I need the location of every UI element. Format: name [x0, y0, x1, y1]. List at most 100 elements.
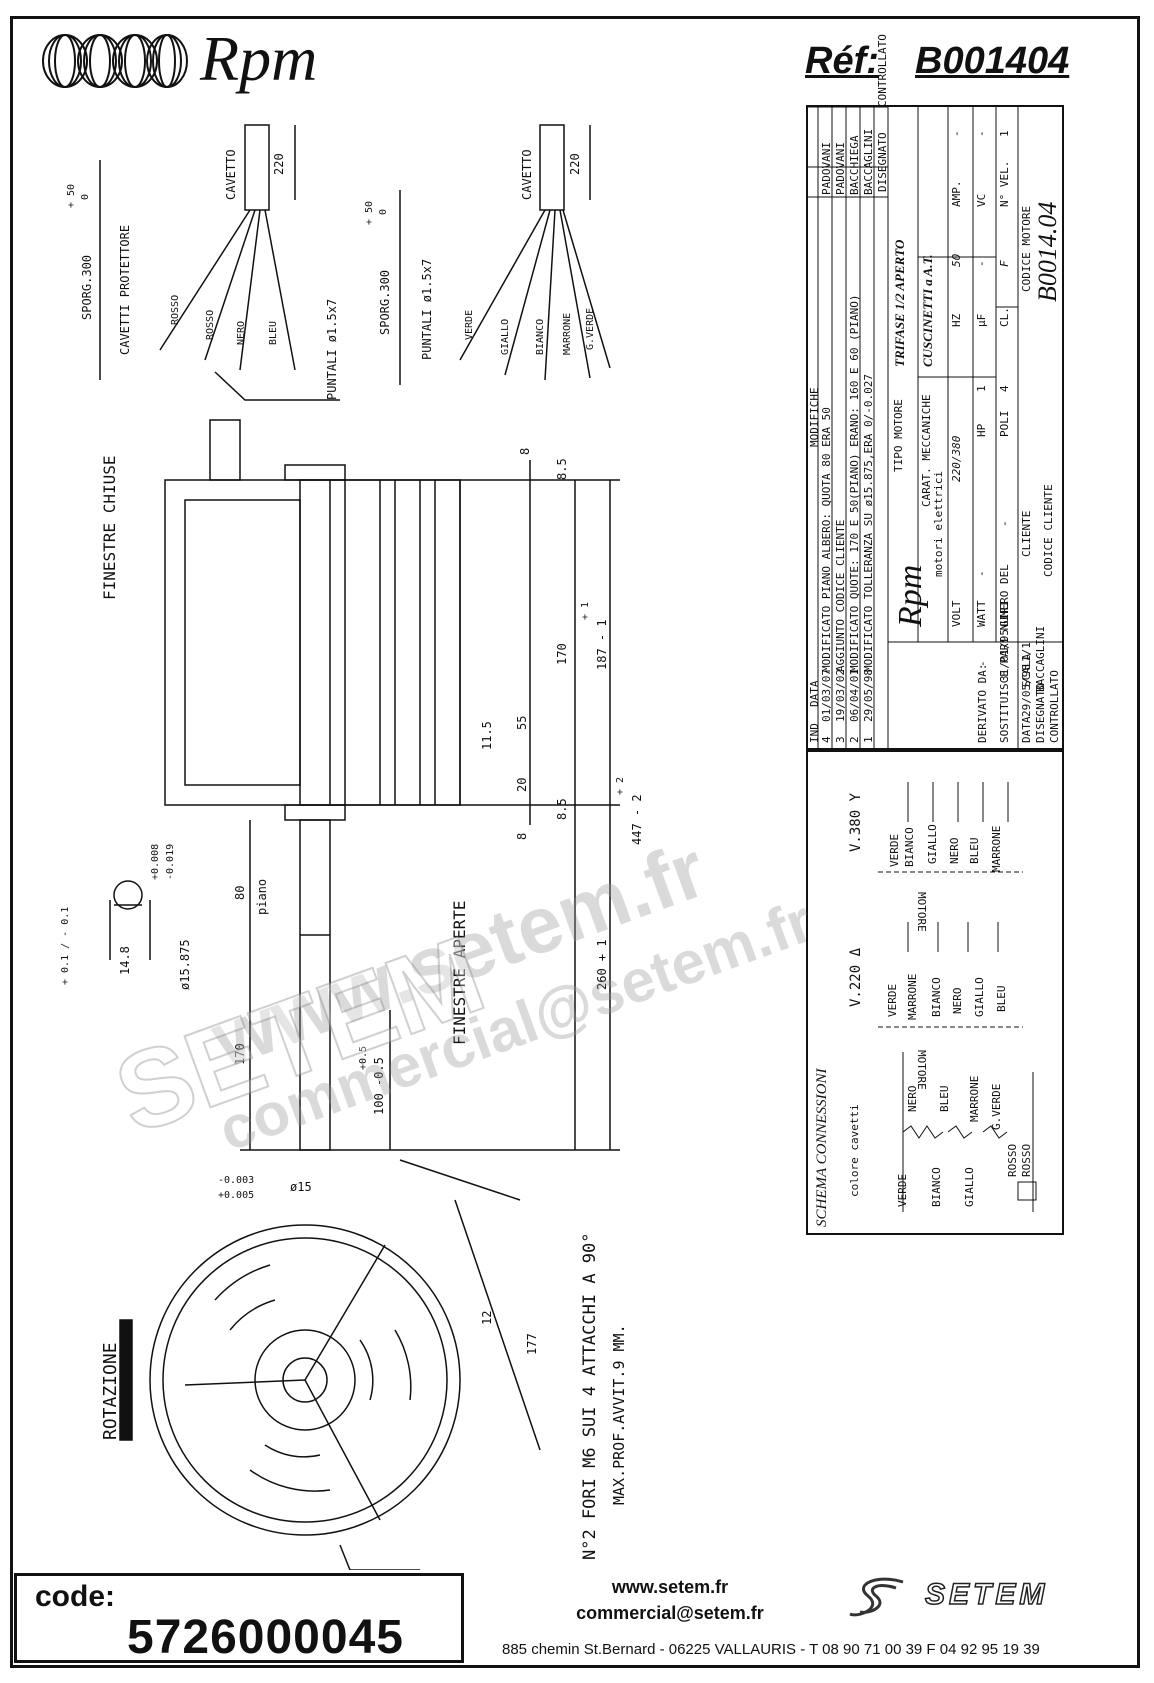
schema-motore-y: MOTORE: [915, 892, 928, 932]
code-label: code:: [35, 1580, 116, 1613]
cliente-label: CLIENTE: [1020, 510, 1033, 557]
dim-8-bottom: 8: [515, 832, 529, 840]
coil-bottom-2: BIANCO: [930, 1167, 943, 1207]
rev-2-date: 06/04/01: [848, 669, 861, 722]
rev-header-controllato: CONTROLLATO: [876, 34, 889, 107]
left-wire-2: ROSSO: [205, 309, 216, 340]
sostituisce-value: 31/01/95: [998, 629, 1011, 682]
y-wire-3: GIALLO: [926, 824, 939, 864]
rev-1-date: 29/05/98: [862, 669, 875, 722]
left-wire-4: BLEU: [268, 320, 279, 345]
left-sporg-tol-plus: + 50: [66, 183, 77, 208]
left-sporg-dimension: SPORG.300: [80, 254, 94, 320]
codice-motore-label: CODICE MOTORE: [1020, 205, 1033, 292]
dim-12: 12: [480, 1310, 494, 1325]
coil-top-3: MARRONE: [968, 1075, 981, 1122]
rev-3-text: AGGIUNTO CODICE CLIENTE: [834, 519, 847, 672]
reference-value: B001404: [915, 40, 1070, 82]
y-wire-4: NERO: [948, 837, 961, 865]
rev-4-number: 4: [820, 736, 833, 743]
footer-address: 885 chemin St.Bernard - 06225 VALLAURIS …: [502, 1641, 1040, 1658]
piano-label: piano: [255, 878, 269, 915]
vc-label: VC: [975, 193, 988, 207]
footer-website[interactable]: www.setem.fr: [611, 1577, 729, 1597]
dim-170: 170: [555, 643, 569, 665]
left-sporg-tol-minus: 0: [80, 193, 91, 200]
uf-value: -: [975, 260, 988, 267]
dim-55: 55: [515, 715, 529, 730]
coil-top-4: G.VERDE: [990, 1083, 1003, 1130]
dim-8-top: 8: [518, 447, 532, 455]
watt-label: WATT: [975, 600, 988, 628]
left-wire-3: NERO: [236, 320, 247, 345]
giri-value: -: [998, 520, 1011, 527]
title-block: IND DATA MODIFICHE DISEGNATO CONTROLLATO…: [806, 34, 1064, 750]
derivato-value: -: [976, 660, 989, 667]
hp-label: HP: [975, 423, 988, 437]
dim-447-tol: + 2: [615, 776, 626, 795]
right-wire-3: BIANCO: [535, 318, 546, 355]
hz-label: HZ: [950, 313, 963, 327]
amp-label: AMP.: [950, 180, 963, 208]
right-wire-4: MARRONE: [562, 312, 573, 355]
d-wire-4: NERO: [951, 987, 964, 1015]
holes-note: N°2 FORI M6 SUI 4 ATTACCHI A 90°: [580, 1232, 600, 1560]
coil-bottom-3: GIALLO: [963, 1167, 976, 1207]
coil-bottom-1: VERDE: [896, 1173, 909, 1207]
codice-motore-value: B0014.04: [1033, 201, 1062, 302]
rev-header-disegnato: DISEGNATO: [876, 132, 889, 192]
y-wire-2: BIANCO: [903, 827, 916, 867]
setem-swoosh-icon: [849, 1577, 904, 1617]
finestre-chiuse-label: FINESTRE CHIUSE: [100, 455, 119, 601]
right-wire-1: VERDE: [464, 309, 475, 340]
y-wire-1: VERDE: [888, 833, 901, 867]
connection-schema: SCHEMA CONNESSIONI colore cavetti V.380 …: [806, 750, 1064, 1235]
codice-cliente-label: CODICE CLIENTE: [1042, 484, 1055, 577]
length-100: 100 -0.5: [372, 1057, 386, 1115]
tipo-motore-label: TIPO MOTORE: [892, 399, 905, 472]
nvel-label: N° VEL.: [998, 160, 1011, 207]
shaft-15-tol-minus: -0.003: [218, 1175, 255, 1186]
rev-1-number: 1: [862, 736, 875, 743]
d-wire-2: MARRONE: [906, 973, 919, 1020]
y-wire-6: MARRONE: [990, 825, 1003, 872]
watt-value: -: [975, 570, 988, 577]
setem-logo: SETEM: [924, 1577, 1049, 1612]
nvel-value: 1: [998, 130, 1011, 137]
right-sporg-tol-minus: 0: [378, 208, 389, 215]
d-wire-1: VERDE: [886, 983, 899, 1017]
d-wire-6: BLEU: [995, 985, 1008, 1013]
amp-value: -: [950, 130, 963, 137]
dim-187-tol: + 1: [580, 601, 591, 620]
right-lugs: PUNTALI ø1.5x7: [420, 258, 434, 360]
y-wire-5: BLEU: [968, 837, 981, 865]
shaft-15-diameter: ø15: [290, 1180, 312, 1194]
title-company-logo: Rpm: [892, 564, 929, 627]
brand-logo-text: Rpm: [200, 23, 318, 94]
coil-top-2: BLEU: [938, 1085, 951, 1113]
cl-label: CL.: [998, 307, 1011, 327]
dim-187: 187 - 1: [595, 619, 609, 670]
rpm-coil-logo: [42, 34, 188, 88]
length-100-tol: +0.5: [358, 1045, 369, 1070]
hp-value: 1: [975, 385, 988, 392]
rev-1-text: MODIFICATO TOLLERANZA SU ø15.875,ERA 0/-…: [862, 373, 875, 672]
rev-2-by: BACCHIEGA: [848, 135, 861, 195]
cl-value: F: [998, 260, 1011, 267]
flat-dimension: 14.8: [118, 946, 132, 975]
left-protector-label: CAVETTI PROTETTORE: [118, 224, 132, 355]
code-box: code: 5726000045: [14, 1573, 464, 1664]
dim-20: 20: [515, 777, 529, 792]
left-cable-label: CAVETTO: [224, 149, 238, 200]
dim-447: 447 - 2: [630, 794, 644, 845]
d-wire-3: BIANCO: [930, 977, 943, 1017]
depth-note: MAX.PROF.AVVIT.9 MM.: [610, 1324, 628, 1505]
poli-value: 4: [998, 385, 1011, 392]
rosso-2: ROSSO: [1020, 1143, 1033, 1177]
right-wire-5: G.VERDE: [585, 307, 596, 350]
rev-1-by: BACCAGLINI: [862, 128, 875, 195]
footer-email[interactable]: commercial@setem.fr: [576, 1603, 764, 1623]
left-cable-length: 220: [272, 153, 286, 175]
reference-label: Réf:: [805, 40, 879, 82]
left-wire-1: ROSSO: [170, 294, 181, 325]
